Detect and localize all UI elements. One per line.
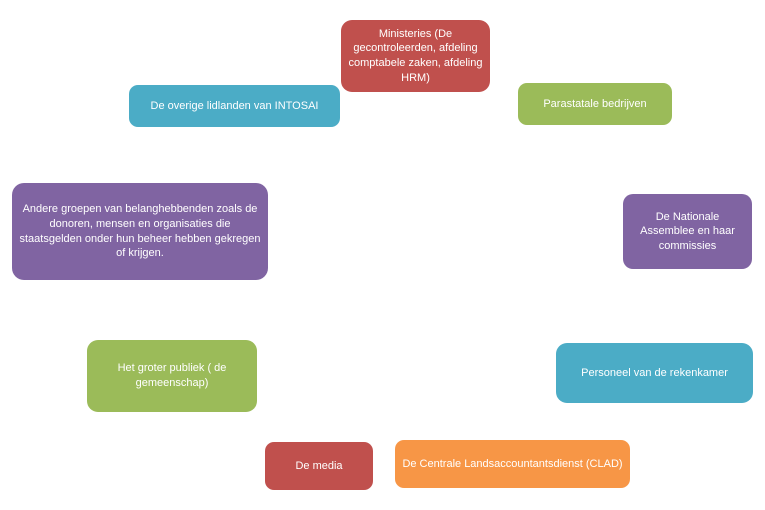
node-nationale-assemblee: De Nationale Assemblee en haar commissie…: [623, 194, 752, 269]
node-ministeries: Ministeries (De gecontroleerden, afdelin…: [341, 20, 490, 92]
node-media-label: De media: [295, 459, 343, 472]
node-andere-groepen-label: Andere groepen van belanghebbenden zoals…: [19, 203, 261, 260]
node-nationale-assemblee-label: De Nationale Assemblee en haar commissie…: [640, 210, 735, 252]
node-ministeries-label: Ministeries (De gecontroleerden, afdelin…: [348, 27, 483, 84]
node-parastatale-label: Parastatale bedrijven: [543, 97, 647, 110]
node-andere-groepen: Andere groepen van belanghebbenden zoals…: [12, 183, 268, 280]
node-intosai: De overige lidlanden van INTOSAI: [129, 85, 340, 127]
node-personeel-rekenkamer-label: Personeel van de rekenkamer: [581, 366, 728, 379]
node-groter-publiek: Het groter publiek ( de gemeenschap): [87, 340, 257, 412]
node-clad: De Centrale Landsaccountantsdienst (CLAD…: [395, 440, 630, 488]
node-media: De media: [265, 442, 373, 490]
node-parastatale: Parastatale bedrijven: [518, 83, 672, 125]
node-intosai-label: De overige lidlanden van INTOSAI: [150, 99, 319, 112]
node-clad-label: De Centrale Landsaccountantsdienst (CLAD…: [402, 457, 623, 470]
node-personeel-rekenkamer: Personeel van de rekenkamer: [556, 343, 753, 403]
node-groter-publiek-label: Het groter publiek ( de gemeenschap): [117, 362, 227, 389]
